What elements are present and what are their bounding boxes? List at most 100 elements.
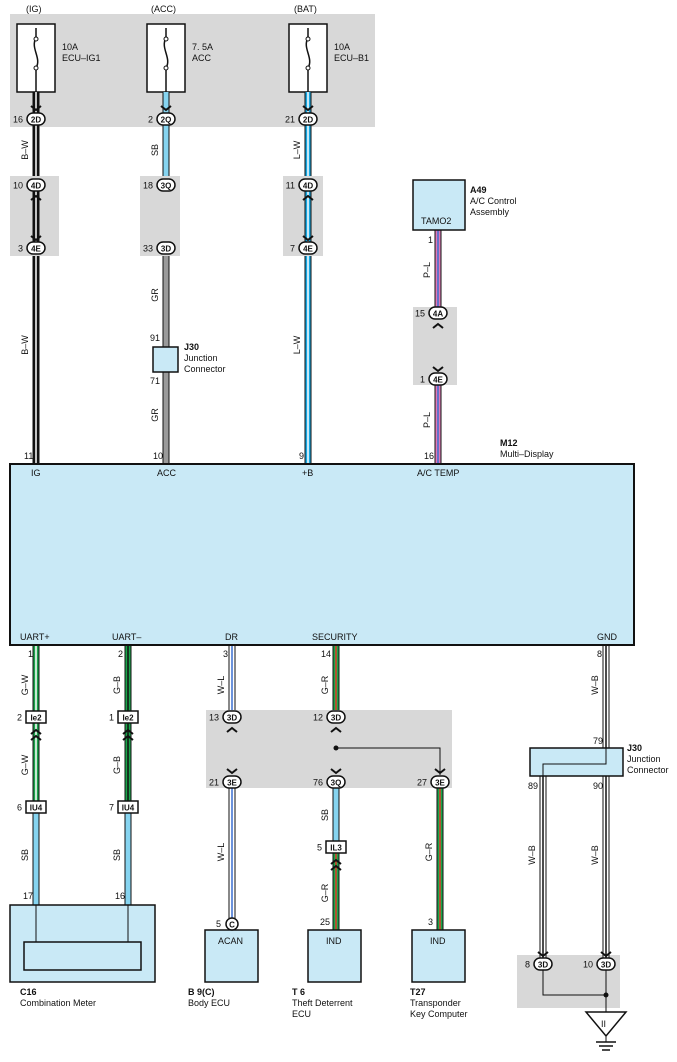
conn-ig-4e-pin: 3 (18, 244, 23, 254)
conn-uartp-iu4-pin: 6 (17, 803, 22, 813)
wl-uartp-1: G–W (20, 674, 30, 695)
b9-connector-code: C (229, 921, 235, 930)
conn-ac-4e-code: 4E (433, 376, 443, 385)
conn-bat-2d-pin: 21 (285, 115, 295, 125)
conn-uartm-iu4-code: IU4 (122, 804, 135, 813)
wl-bat-1: L–W (292, 140, 302, 159)
wl-sec-3: G–R (320, 883, 330, 902)
c16-internal-lines (35, 905, 129, 942)
m12-pin-uartp: 1 (28, 649, 33, 659)
j30-top-pin-in: 91 (150, 333, 160, 343)
m12-pin-uartm: 2 (118, 649, 123, 659)
conn-bat-2d: 2D 21 (285, 112, 318, 126)
t27-name-line1: Transponder (410, 998, 461, 1008)
t6-code: T 6 (292, 987, 305, 997)
wl-dr-2: W–L (216, 843, 226, 862)
m12-code: M12 (500, 438, 518, 448)
t27-box (411, 929, 466, 983)
conn-sec-3q: 3Q 76 (313, 775, 346, 789)
wl-acc-3: GR (150, 408, 160, 422)
conn-dr-3e: 3E 21 (209, 775, 242, 789)
wl-ac-1: P–L (422, 262, 432, 278)
j30-bottom-internal (542, 748, 607, 776)
dr-sec-inline-zone (206, 710, 452, 788)
chev-dr-b (226, 768, 238, 775)
fuses (16, 23, 328, 93)
wl-uartp-2: G–W (20, 754, 30, 775)
acc-supply-label: (ACC) (151, 4, 176, 14)
conn-sec-3q-pin: 76 (313, 778, 323, 788)
m12-terminal-dr: DR (225, 632, 238, 642)
chev-bat-a (302, 194, 314, 201)
conn-sec-3e-pin: 27 (417, 778, 427, 788)
j30-bottom-box (529, 747, 624, 777)
t27-pin: 3 (428, 917, 433, 927)
components (9, 179, 635, 983)
conn-ig-2d-pin: 16 (13, 115, 23, 125)
m12-terminal-b: +B (302, 468, 313, 478)
ig-supply-label: (IG) (26, 4, 42, 14)
wl-ac-2: P–L (422, 412, 432, 428)
j30-bottom-code: J30 (627, 743, 642, 753)
chev-uartp-a (30, 728, 42, 735)
conn-uartm-iu4-pin: 7 (109, 803, 114, 813)
fuse-ecu-ig1 (16, 23, 56, 93)
m12-pin-ig: 11 (24, 451, 33, 461)
j30-bottom-name-line1: Junction (627, 754, 661, 764)
t6-terminal: IND (326, 936, 342, 946)
wl-ig-1: B–W (20, 140, 30, 160)
m12-pin-security: 14 (321, 649, 331, 659)
ig-fuse-name: ECU–IG1 (62, 53, 101, 63)
conn-dr-3e-code: 3E (227, 779, 237, 788)
wl-uartm-3: SB (112, 849, 122, 861)
c16-code: C16 (20, 987, 37, 997)
j30-bottom-pin-left: 89 (528, 781, 538, 791)
m12-terminal-uartm: UART– (112, 632, 141, 642)
t27-terminal: IND (430, 936, 446, 946)
conn-bat-4e: 4E7 (290, 241, 318, 255)
security-split (333, 745, 441, 775)
conn-dr-3e-pin: 21 (209, 778, 219, 788)
bat-fuse-name: ECU–B1 (334, 53, 369, 63)
fuse-acc (146, 23, 186, 93)
conn-ig-4e-code: 4E (31, 245, 41, 254)
b9-pin: 5 (216, 919, 221, 929)
j30-bottom-pin-right: 90 (593, 781, 603, 791)
wl-dr-1: W–L (216, 676, 226, 695)
conn-sec-3d-pin: 12 (313, 713, 323, 723)
t6-name-line2: ECU (292, 1009, 311, 1019)
conn-ig-2d-code: 2D (31, 116, 41, 125)
conn-uartp-ie2-code: Ie2 (30, 714, 42, 723)
conn-gnd-3d-a-pin: 8 (525, 960, 530, 970)
conn-bat-4d-code: 4D (303, 182, 313, 191)
ground-symbol-group: II (542, 970, 628, 1051)
m12-terminal-gnd: GND (597, 632, 618, 642)
m12-name: Multi–Display (500, 449, 554, 459)
chev-gnd-a (537, 951, 549, 958)
a49-box (412, 179, 466, 231)
j30-top-code: J30 (184, 342, 199, 352)
chev-fuse-acc (160, 105, 172, 112)
a49-name-line2: Assembly (470, 207, 510, 217)
conn-gnd-3d-b-pin: 10 (583, 960, 593, 970)
m12-pin-dr: 3 (223, 649, 228, 659)
conn-ig-4d-pin: 10 (13, 181, 23, 191)
c16-pin-left: 17 (23, 891, 33, 901)
conn-bat-2d-code: 2D (303, 116, 313, 125)
conn-gnd-3d-a: 3D8 (525, 957, 553, 971)
wl-sec-2: SB (320, 809, 330, 821)
conn-sec-3q-code: 3Q (331, 779, 342, 788)
j30-bottom-name-line2: Connector (627, 765, 669, 775)
chev-dr-a (226, 726, 238, 733)
